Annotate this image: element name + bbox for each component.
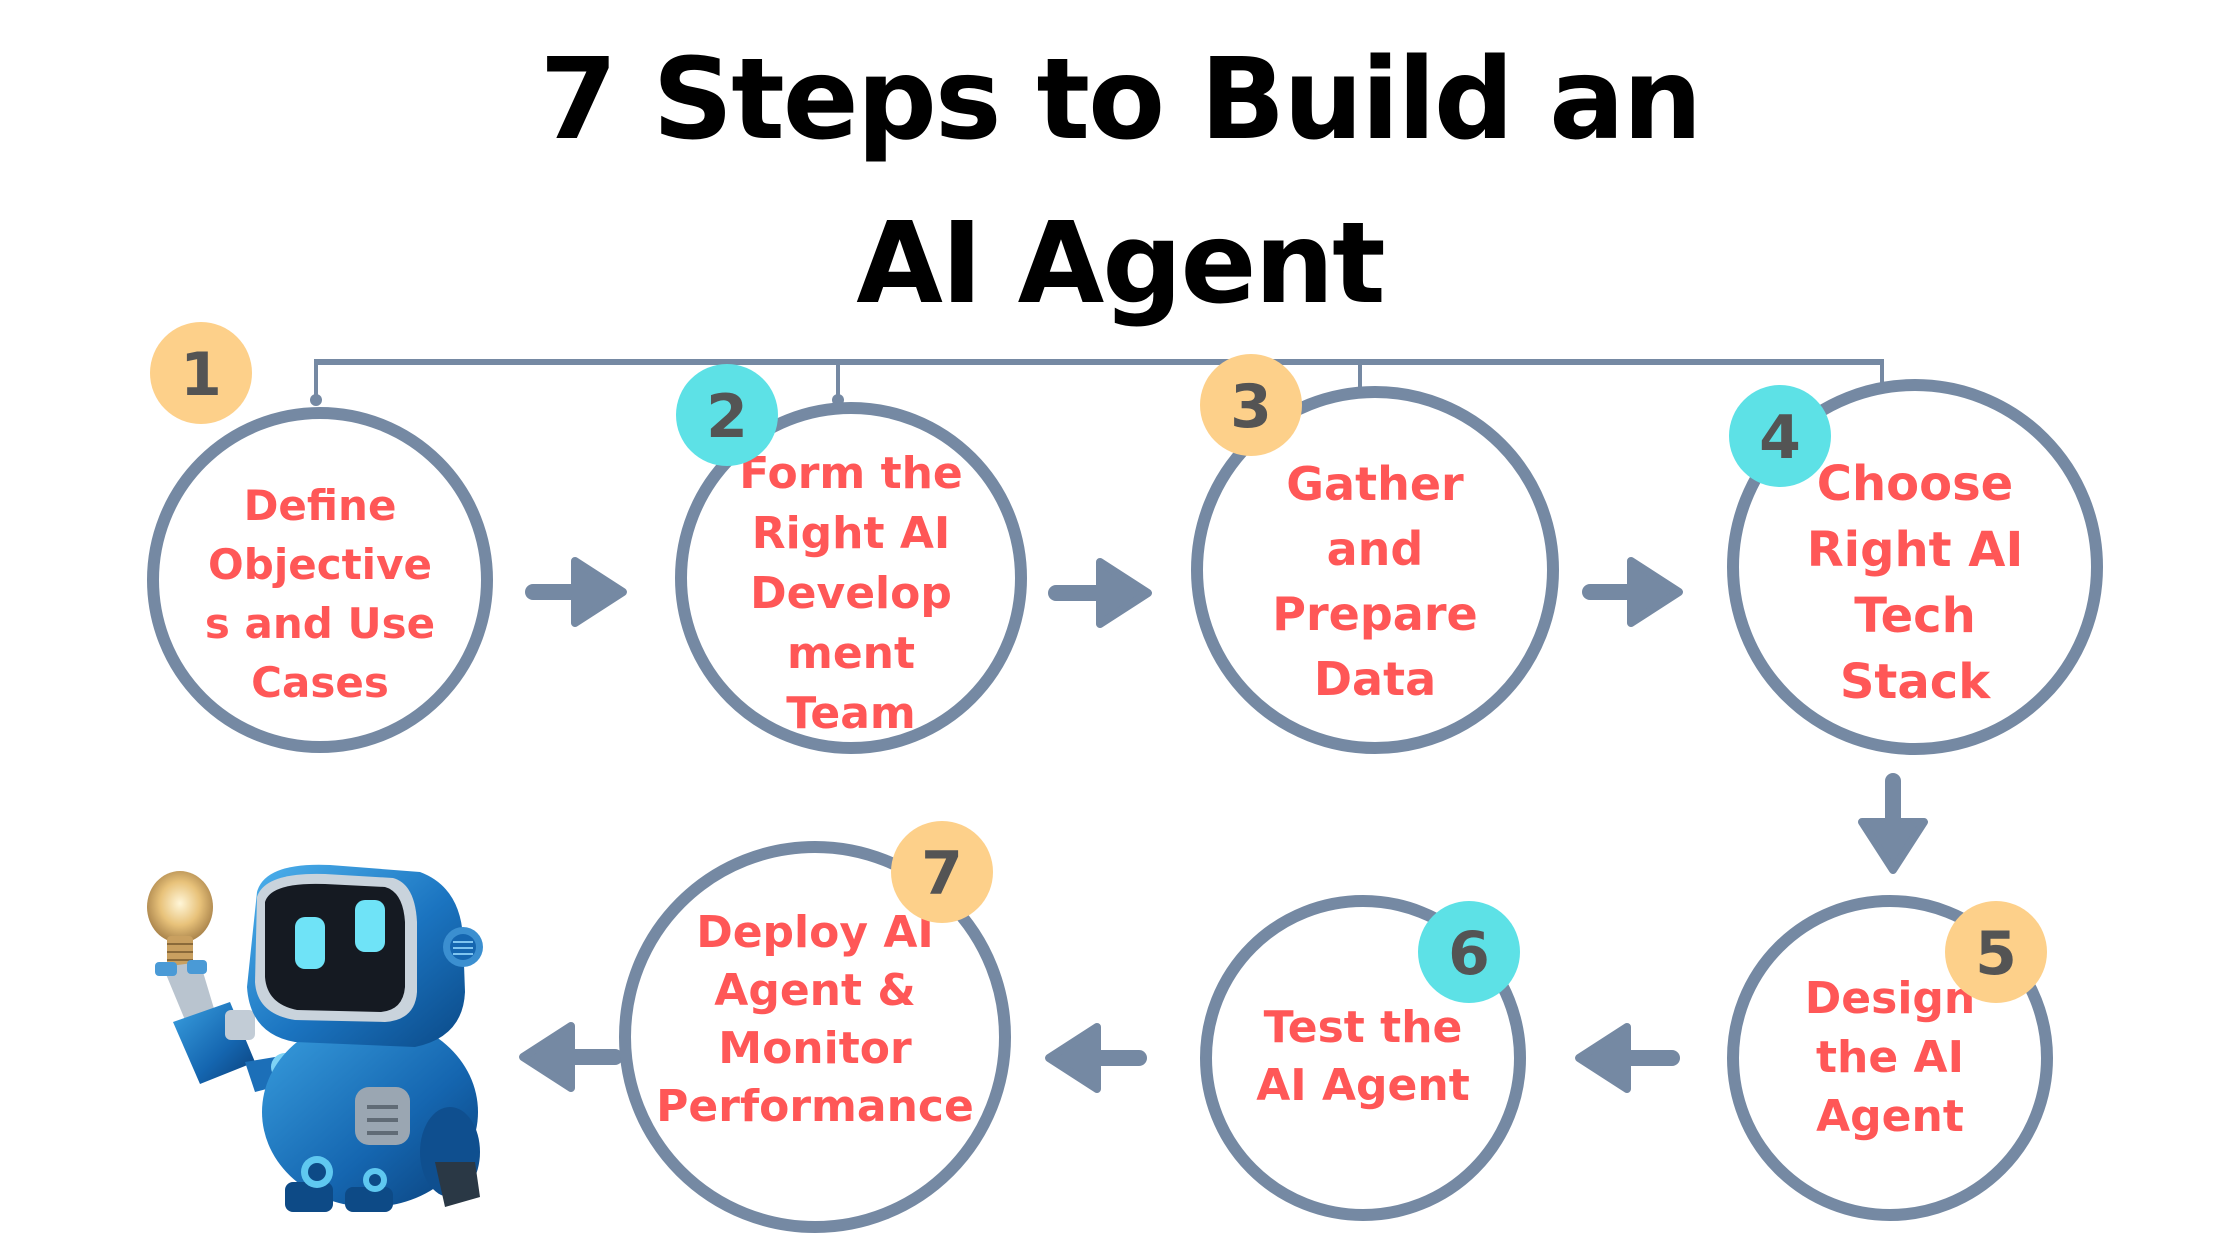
- robot-left-eye: [295, 917, 325, 969]
- step-label-line: the AI: [1816, 1032, 1964, 1083]
- step-label-line: Test the: [1264, 1002, 1463, 1053]
- step-number: 1: [180, 340, 222, 410]
- step-label: Design the AI Agent: [1805, 973, 1975, 1142]
- flow-arrows: [519, 557, 1928, 1093]
- step-label-line: Develop: [750, 568, 952, 619]
- step-label-line: Objective: [208, 540, 432, 589]
- step-label-line: Right AI: [752, 508, 951, 559]
- step-label-line: Agent: [1816, 1091, 1964, 1142]
- step-6: Test the AI Agent 6: [1200, 895, 1526, 1221]
- step-number-badge: 4: [1729, 385, 1831, 487]
- step-number-badge: 6: [1418, 901, 1520, 1003]
- step-circle: [147, 407, 493, 753]
- step-label-line: AI Agent: [1256, 1060, 1470, 1111]
- step-label-line: Define: [244, 481, 397, 530]
- step-circle: [619, 841, 1011, 1233]
- step-label-line: Data: [1314, 652, 1436, 706]
- step-label-line: Agent &: [714, 965, 915, 1016]
- step-number-badge: 7: [891, 821, 993, 923]
- step-number: 6: [1448, 919, 1490, 989]
- robot-illustration: [147, 864, 483, 1212]
- arrow-left-icon: [1575, 1023, 1680, 1093]
- step-label-line: Performance: [656, 1081, 974, 1132]
- step-label-line: Tech: [1854, 588, 1976, 644]
- step-5: Design the AI Agent 5: [1727, 895, 2053, 1221]
- step-number-badge: 1: [150, 322, 252, 424]
- step-label-line: Choose: [1817, 456, 2013, 512]
- step-label-line: Team: [786, 688, 916, 739]
- step-circle: [1727, 379, 2103, 755]
- step-label: Test the AI Agent: [1256, 1002, 1470, 1111]
- step-number: 3: [1230, 372, 1272, 442]
- step-label-line: Deploy AI: [696, 907, 934, 958]
- step-number: 5: [1975, 919, 2017, 989]
- step-label-line: Design: [1805, 973, 1975, 1024]
- step-label-line: Gather: [1286, 457, 1464, 511]
- arrow-right-icon: [1048, 558, 1152, 628]
- step-circle: [1191, 386, 1559, 754]
- title-line-1: 7 Steps to Build an: [539, 35, 1703, 165]
- arrow-right-icon: [525, 557, 627, 627]
- step-label-line: Cases: [251, 658, 389, 707]
- step-number-badge: 2: [676, 364, 778, 466]
- step-number: 2: [706, 382, 748, 452]
- step-label-line: Form the: [739, 448, 963, 499]
- step-circle: [675, 402, 1027, 754]
- step-label-line: ment: [787, 628, 915, 679]
- arrow-left-icon: [1045, 1023, 1147, 1093]
- step-label-line: Monitor: [718, 1023, 912, 1074]
- lightbulb-icon: [147, 871, 213, 966]
- step-label-line: Stack: [1840, 654, 1991, 710]
- step-label-line: and: [1327, 522, 1424, 576]
- step-label-line: Prepare: [1272, 587, 1477, 641]
- top-connector-bracket: [310, 359, 1888, 406]
- arrow-left-icon: [519, 1022, 623, 1092]
- step-number: 7: [921, 839, 963, 909]
- robot-head: [247, 864, 483, 1047]
- robot-right-eye: [355, 900, 385, 952]
- connector-dot-1: [310, 394, 322, 406]
- robot-body: [262, 1017, 480, 1212]
- title-line-2: AI Agent: [856, 199, 1385, 329]
- step-label-line: Right AI: [1807, 522, 2024, 578]
- arrow-down-icon: [1858, 773, 1928, 874]
- step-label-line: s and Use: [205, 599, 435, 648]
- step-number-badge: 3: [1200, 354, 1302, 456]
- step-number-badge: 5: [1945, 901, 2047, 1003]
- step-number: 4: [1759, 403, 1801, 473]
- arrow-right-icon: [1582, 557, 1683, 627]
